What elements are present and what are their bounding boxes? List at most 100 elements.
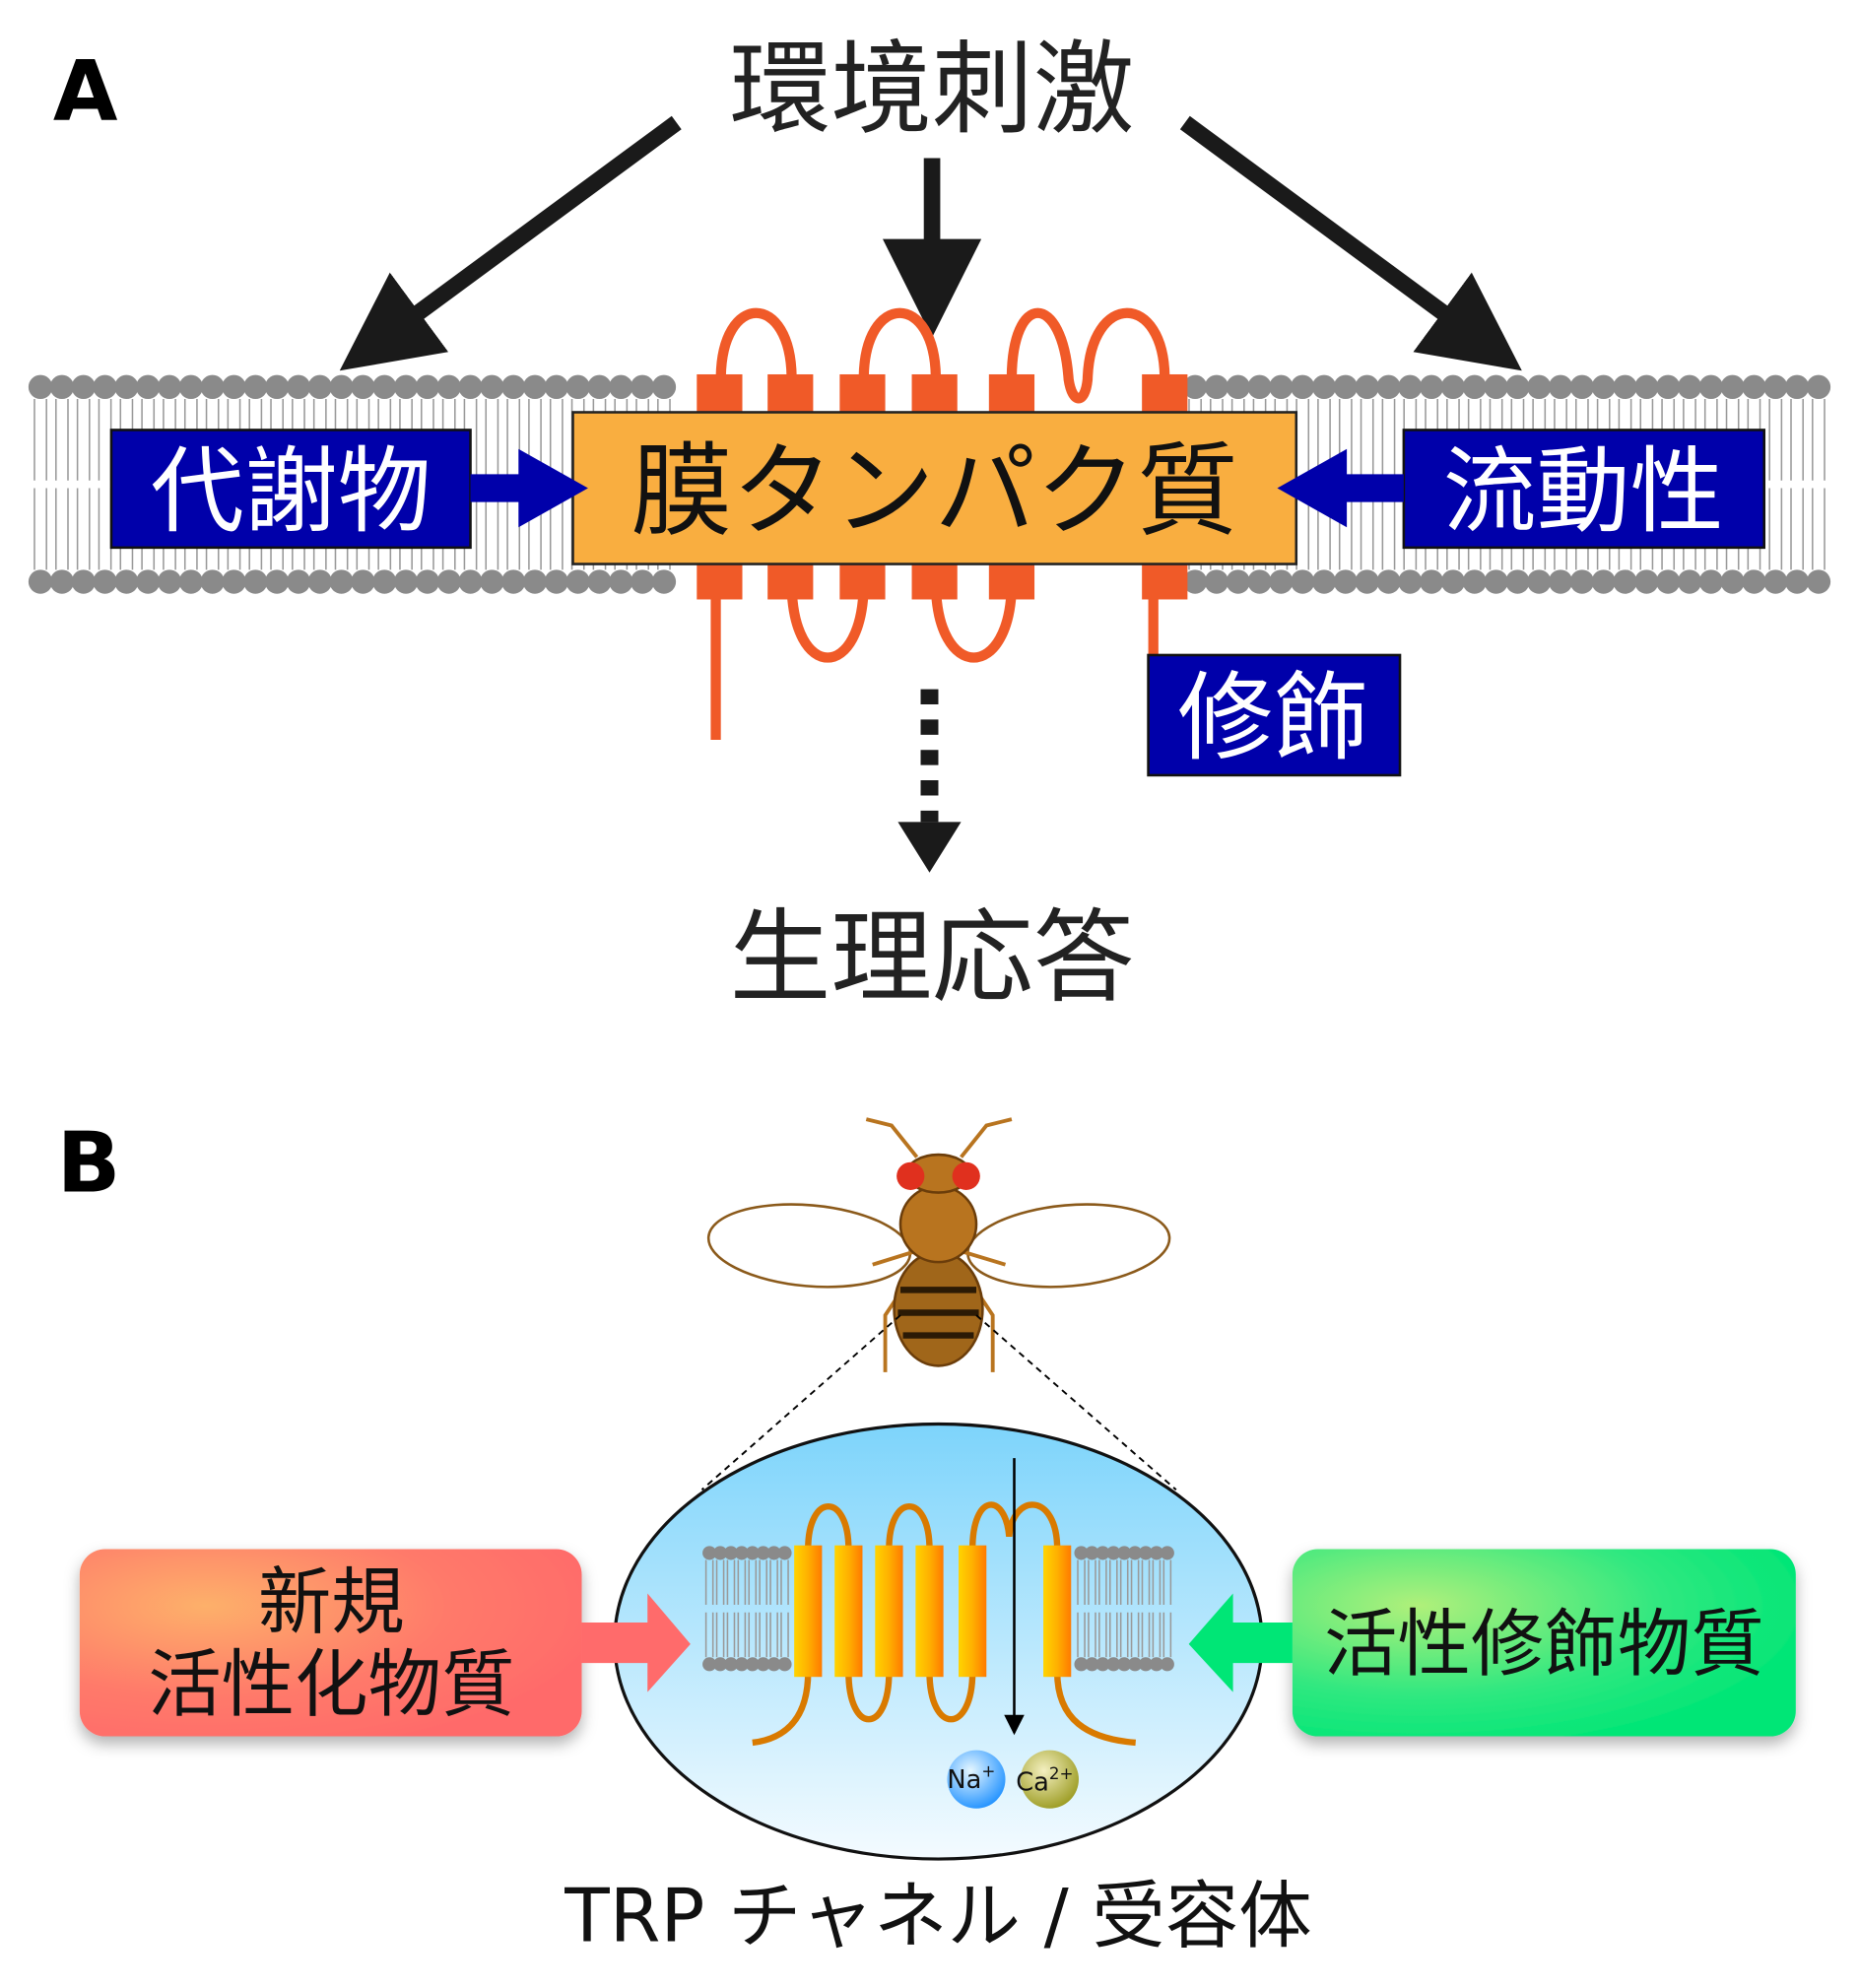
lipid-head bbox=[93, 374, 117, 400]
lipid-tail bbox=[715, 1559, 725, 1606]
lipid-head bbox=[1085, 1546, 1099, 1560]
lipid-head bbox=[1160, 1657, 1174, 1672]
lipid-head bbox=[609, 569, 633, 594]
lipid-tail bbox=[748, 1612, 758, 1658]
lipid-head bbox=[28, 569, 53, 594]
lipid-head bbox=[1290, 569, 1315, 594]
lipid-head bbox=[1160, 1546, 1174, 1560]
lipid-head bbox=[1505, 374, 1530, 400]
lipid-tail bbox=[1108, 1612, 1118, 1658]
lipid-bilayer-small bbox=[702, 1546, 1174, 1672]
lipid-head bbox=[777, 1546, 792, 1560]
lipid-tail bbox=[98, 399, 112, 481]
lipid-head bbox=[1462, 569, 1487, 594]
lipid-head bbox=[1484, 374, 1508, 400]
stimulus-label: 環境刺激 bbox=[730, 32, 1135, 149]
lipid-tail bbox=[506, 399, 521, 481]
lipid-head bbox=[1634, 374, 1659, 400]
sodium-ion: Na+ bbox=[947, 1750, 1006, 1809]
lipid-head bbox=[458, 569, 483, 594]
lipid-head bbox=[766, 1657, 781, 1672]
lipid-tail bbox=[780, 1612, 789, 1658]
lipid-head bbox=[1613, 569, 1637, 594]
modulator-box bbox=[1292, 1549, 1796, 1737]
lipid-head bbox=[1333, 569, 1359, 594]
lipid-tail bbox=[704, 1559, 714, 1606]
lipid-head bbox=[93, 569, 117, 594]
lipid-head bbox=[436, 374, 461, 400]
lipid-head bbox=[1398, 569, 1423, 594]
lipid-head bbox=[651, 374, 677, 400]
lipid-head bbox=[1269, 374, 1294, 400]
lipid-head bbox=[480, 569, 504, 594]
lipid-head bbox=[351, 569, 375, 594]
lipid-head bbox=[286, 374, 311, 400]
lipid-tail bbox=[715, 1612, 725, 1658]
lipid-head bbox=[71, 374, 96, 400]
lipid-tail bbox=[737, 1559, 747, 1606]
lipid-head bbox=[264, 569, 290, 594]
lipid-head bbox=[49, 569, 75, 594]
thorax bbox=[898, 1184, 978, 1264]
lipid-head bbox=[1138, 1657, 1154, 1672]
activator-arrow bbox=[581, 1593, 691, 1692]
sodium-ion-symbol: Na bbox=[947, 1765, 981, 1795]
lipid-head bbox=[329, 374, 354, 400]
membrane-protein bbox=[710, 307, 1170, 740]
svg-text:Na+: Na+ bbox=[947, 1762, 995, 1796]
lipid-head bbox=[1204, 374, 1229, 400]
lipid-head bbox=[264, 374, 290, 400]
lipid-head bbox=[1085, 1657, 1099, 1672]
lipid-tail bbox=[1141, 1612, 1151, 1658]
lipid-head bbox=[745, 1546, 760, 1560]
lipid-head bbox=[415, 569, 440, 594]
lipid-tail bbox=[1130, 1612, 1140, 1658]
lipid-tail bbox=[1152, 1612, 1162, 1658]
arrow-to-fluidity bbox=[1179, 115, 1522, 371]
lipid-head bbox=[702, 1657, 717, 1672]
lipid-head bbox=[307, 569, 332, 594]
modulator-arrow bbox=[1188, 1593, 1293, 1692]
lipid-head bbox=[1634, 569, 1659, 594]
lipid-head bbox=[630, 569, 655, 594]
lipid-head bbox=[1269, 569, 1294, 594]
lipid-head bbox=[114, 569, 139, 594]
lipid-head bbox=[1806, 569, 1831, 594]
lipid-head bbox=[222, 374, 246, 400]
lipid-tail bbox=[737, 1612, 747, 1658]
svg-text:Ca2+: Ca2+ bbox=[1016, 1764, 1073, 1798]
trp-channel-loops bbox=[752, 1501, 1136, 1747]
lipid-head bbox=[1698, 374, 1724, 400]
fluidity-label: 流動性 bbox=[1443, 437, 1724, 546]
lipid-tail bbox=[769, 1559, 778, 1606]
lipid-head bbox=[1591, 374, 1616, 400]
lipid-tail bbox=[55, 399, 69, 481]
fruit-fly-illustration bbox=[706, 1117, 1171, 1372]
lipid-head bbox=[114, 374, 139, 400]
lipid-head bbox=[544, 569, 569, 594]
lipid-head bbox=[609, 374, 633, 400]
lipid-head bbox=[723, 1546, 739, 1560]
novel-activator-line2: 活性化物質 bbox=[148, 1642, 514, 1728]
trp-transmembrane-helices bbox=[794, 1545, 1072, 1678]
lipid-tail bbox=[780, 1559, 789, 1606]
intracellular-loop bbox=[786, 581, 869, 663]
panel-b-label: B bbox=[57, 1113, 121, 1211]
lipid-head bbox=[372, 374, 397, 400]
lipid-tail bbox=[1768, 488, 1783, 570]
lipid-head bbox=[178, 374, 204, 400]
lipid-head bbox=[393, 374, 419, 400]
lipid-head bbox=[1784, 569, 1810, 594]
lipid-head bbox=[500, 374, 526, 400]
lipid-head bbox=[286, 569, 311, 594]
lipid-head bbox=[71, 569, 96, 594]
lipid-tail bbox=[1088, 1612, 1096, 1658]
lipid-head bbox=[1806, 374, 1831, 400]
lipid-tail bbox=[1119, 1612, 1129, 1658]
modification-label: 修飾 bbox=[1177, 663, 1369, 775]
lipid-head bbox=[1698, 569, 1724, 594]
lipid-tail bbox=[1812, 399, 1826, 481]
extracellular-loop bbox=[715, 307, 797, 380]
